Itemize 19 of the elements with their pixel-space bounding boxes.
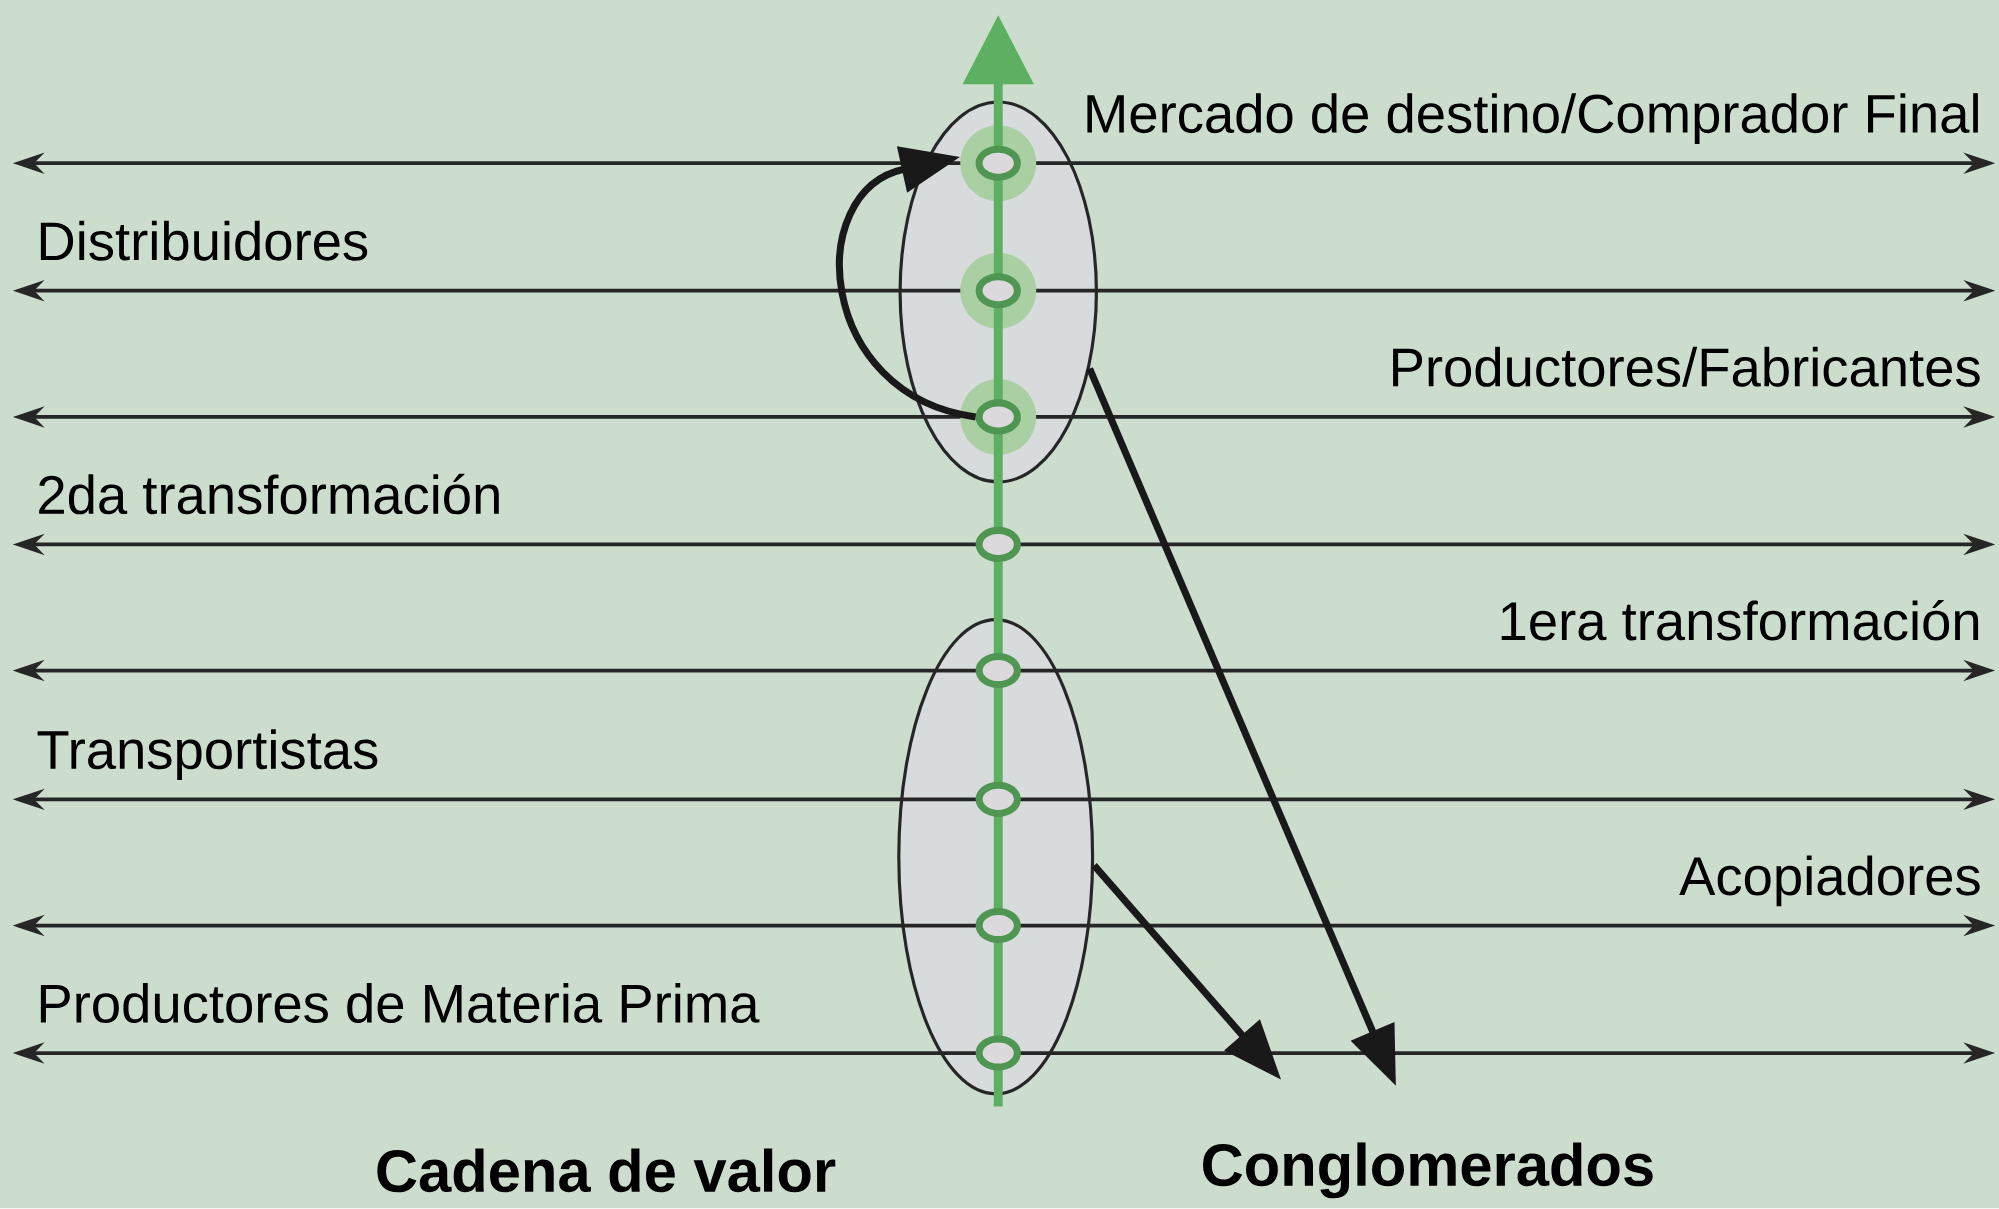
- level-label: Transportistas: [37, 729, 378, 781]
- level-label: Acopiadores: [1679, 855, 1980, 907]
- circle-marker: [975, 653, 1021, 689]
- circle-marker: [975, 527, 1021, 563]
- level-label: Productores de Materia Prima: [40, 983, 760, 1024]
- circle-marker: [975, 1035, 1021, 1071]
- heading-text: Cadena de valor: [377, 1148, 836, 1193]
- arrow: [836, 146, 977, 421]
- level-label: Productores/Fabricantes: [1393, 347, 1980, 388]
- level-label: Distribuidores: [40, 220, 368, 261]
- circle-marker: [975, 273, 1021, 309]
- level-label: Mercado de destino/Comprador Final: [1087, 93, 1978, 145]
- heading-text: Conglomerados: [1203, 1142, 1653, 1199]
- level-label: 1era transformación: [1501, 600, 1979, 641]
- circle-marker: [975, 908, 1021, 944]
- circle-marker: [975, 145, 1021, 181]
- circle-marker: [975, 782, 1021, 818]
- circle-marker: [975, 399, 1021, 435]
- level-label: 2da transformación: [39, 473, 499, 515]
